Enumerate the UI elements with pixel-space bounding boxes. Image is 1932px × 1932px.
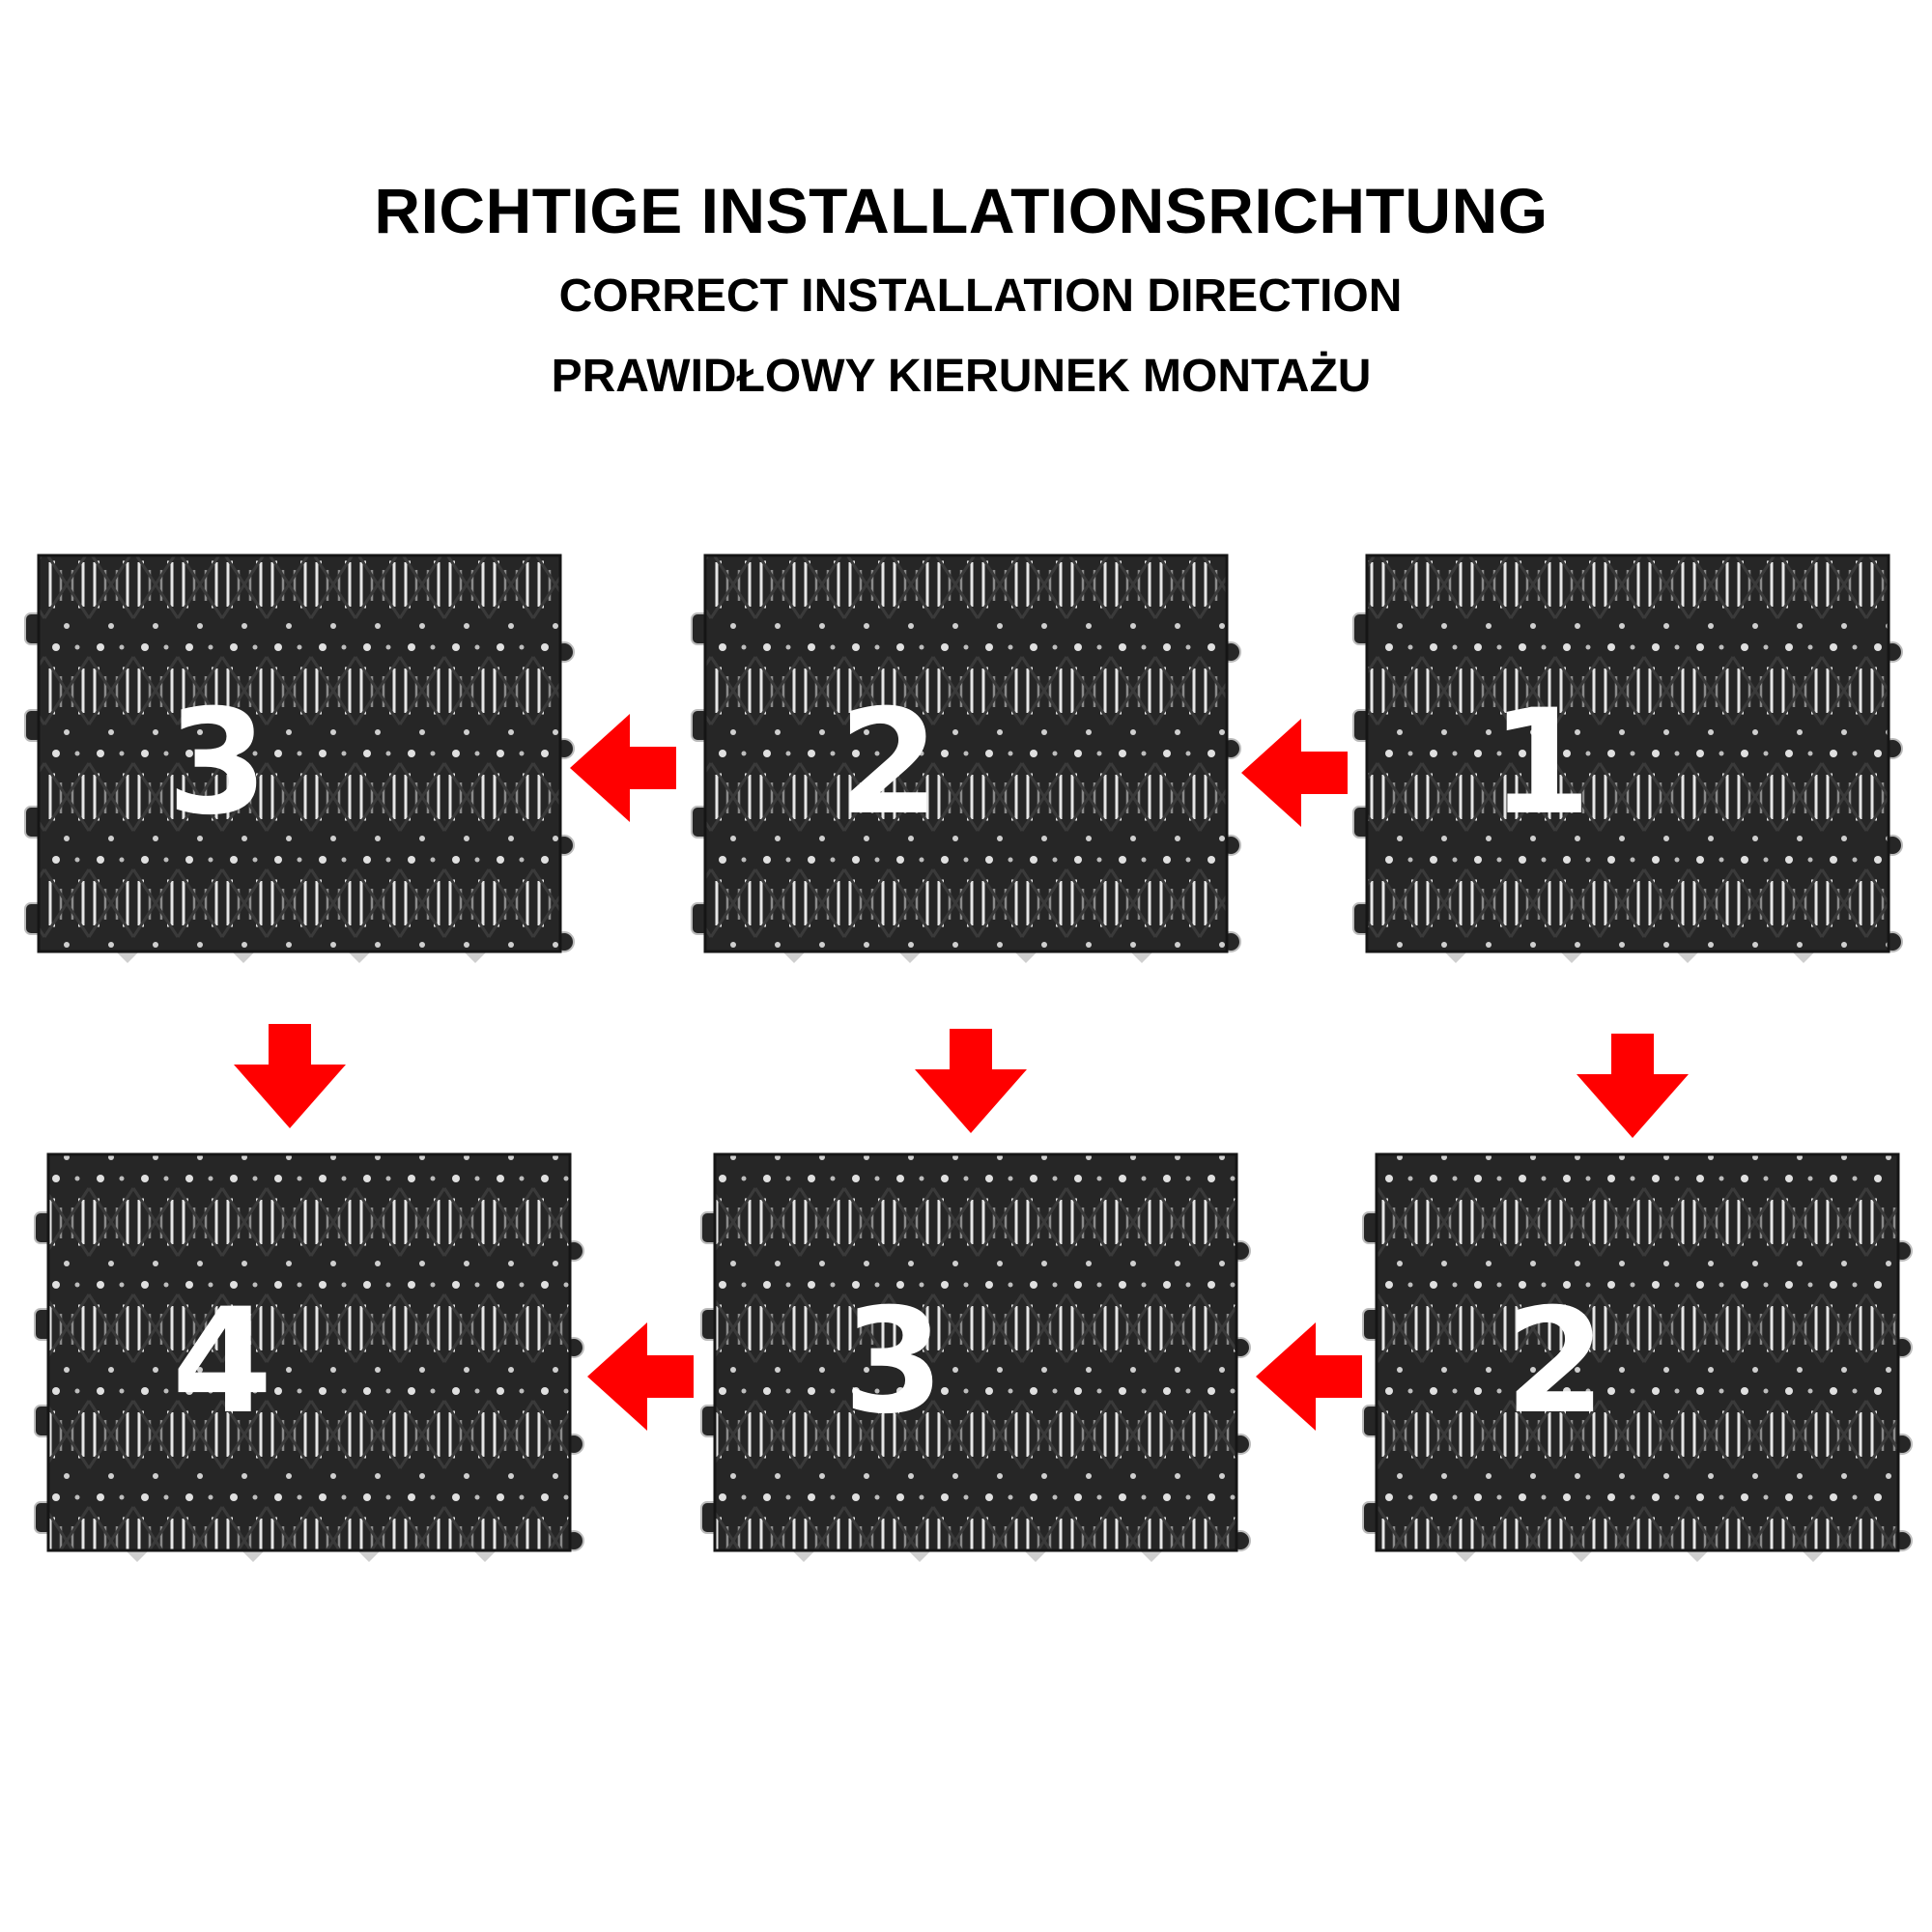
tile-body: [37, 554, 562, 953]
floor-tile-top-right: [1352, 554, 1903, 963]
connector-notch: [1454, 1550, 1477, 1562]
arrow-down-icon: [234, 1024, 346, 1128]
arrow-left-icon: [1256, 1322, 1362, 1431]
connector-notch: [782, 952, 806, 963]
connector-notch: [908, 1550, 931, 1562]
connector-notch: [1676, 952, 1699, 963]
arrow-left-icon: [570, 714, 676, 822]
tile-number-top-left: 3: [166, 679, 269, 847]
connector-notch: [126, 1550, 149, 1562]
connector-notch: [1686, 1550, 1709, 1562]
connector-notch: [1140, 1550, 1163, 1562]
title-english: CORRECT INSTALLATION DIRECTION: [558, 270, 1403, 322]
connector-notch: [1024, 1550, 1047, 1562]
tile-number-bottom-right: 2: [1504, 1278, 1606, 1446]
title-german: RICHTIGE INSTALLATIONSRICHTUNG: [374, 175, 1548, 246]
tile-number-top-right: 1: [1490, 679, 1592, 847]
connector-notch: [1560, 952, 1583, 963]
connector-notch: [898, 952, 922, 963]
floor-tile-top-left: [24, 554, 575, 963]
connector-notch: [1802, 1550, 1825, 1562]
connector-notch: [242, 1550, 265, 1562]
tile-number-bottom-left: 4: [171, 1278, 273, 1446]
connector-notch: [473, 1550, 497, 1562]
connector-notch: [1792, 952, 1815, 963]
tile-number-bottom-middle: 3: [842, 1278, 945, 1446]
connector-notch: [1130, 952, 1153, 963]
connector-notch: [116, 952, 139, 963]
connector-notch: [348, 952, 371, 963]
connector-notch: [357, 1550, 381, 1562]
arrow-left-icon: [1241, 719, 1348, 827]
floor-tile-top-middle: [691, 554, 1241, 963]
connector-notch: [792, 1550, 815, 1562]
connector-notch: [1570, 1550, 1593, 1562]
arrow-down-icon: [1577, 1034, 1689, 1138]
tile-body: [46, 1152, 572, 1552]
connector-notch: [232, 952, 255, 963]
title-polish: PRAWIDŁOWY KIERUNEK MONTAŻU: [551, 351, 1372, 402]
tile-body: [1375, 1152, 1900, 1552]
floor-tile-bottom-right: [1362, 1152, 1913, 1562]
floor-tile-bottom-middle: [700, 1152, 1251, 1562]
arrow-left-icon: [587, 1322, 694, 1431]
tile-body: [1365, 554, 1890, 953]
tile-body: [703, 554, 1229, 953]
connector-notch: [464, 952, 487, 963]
tile-number-top-middle: 2: [838, 679, 940, 847]
arrow-down-icon: [915, 1029, 1027, 1133]
connector-notch: [1014, 952, 1037, 963]
floor-tile-bottom-left: [34, 1152, 584, 1562]
connector-notch: [1444, 952, 1467, 963]
tile-body: [713, 1152, 1238, 1552]
